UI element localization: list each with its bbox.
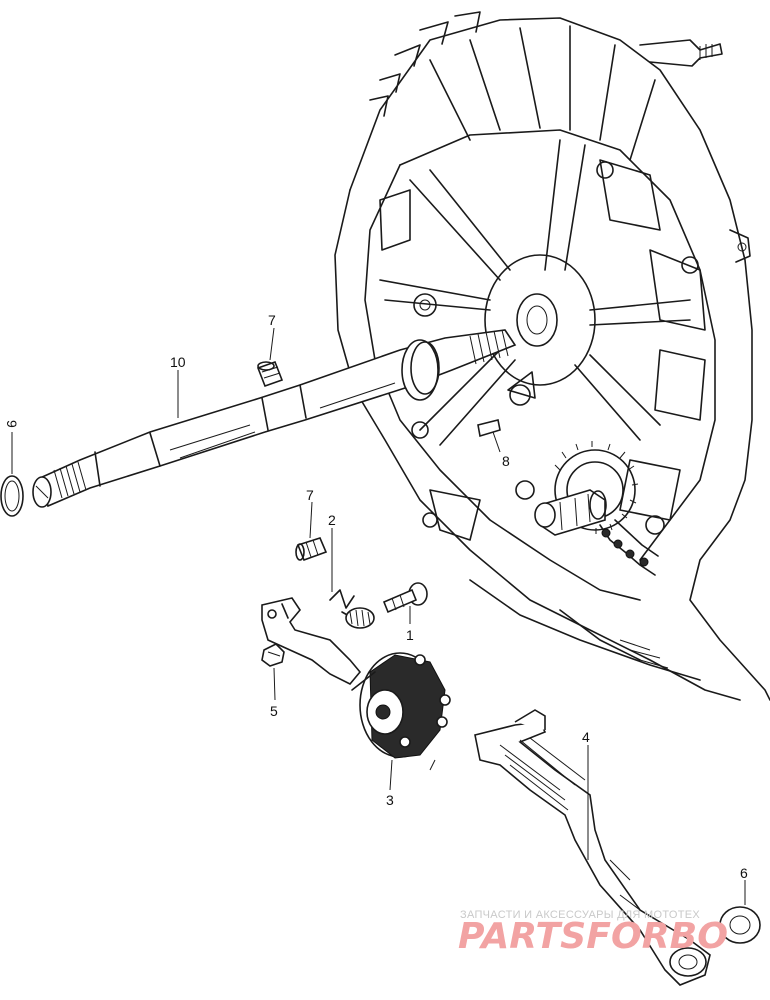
callout-2: 2 <box>328 512 336 528</box>
callout-5: 5 <box>270 703 278 719</box>
callout-7-upper: 7 <box>268 312 276 328</box>
watermark-tagline: ЗАПЧАСТИ И АКСЕССУАРЫ ДЛЯ МОТОТЕХ <box>460 909 700 921</box>
washer <box>719 906 761 944</box>
callout-4: 4 <box>582 729 590 745</box>
watermark: ЗАПЧАСТИ И АКСЕССУАРЫ ДЛЯ МОТОТЕХ PARTSF… <box>458 909 728 957</box>
stopper-bolt <box>382 582 428 614</box>
o-ring <box>0 475 24 517</box>
callout-8: 8 <box>502 453 510 469</box>
callout-7-lower: 7 <box>306 487 314 503</box>
gearshift-spindle <box>32 329 517 508</box>
callout-labels: 9 10 7 8 7 2 1 5 3 4 6 <box>4 312 748 881</box>
dowel-pin-7-upper <box>256 360 284 388</box>
callout-3: 3 <box>386 792 394 808</box>
watermark-logo: PARTSFORBO <box>458 916 728 957</box>
callout-6: 6 <box>740 865 748 881</box>
gearshift-arm <box>261 589 375 685</box>
dowel-pin-7-lower <box>295 537 328 562</box>
callout-10: 10 <box>170 354 186 370</box>
callout-leaders <box>11 327 746 905</box>
crankcase-cover <box>334 11 770 701</box>
shift-drum <box>351 652 451 771</box>
countershaft-stub <box>534 489 607 536</box>
drive-chain <box>599 519 659 576</box>
dowel-pin-8 <box>477 419 501 438</box>
callout-1: 1 <box>406 627 414 643</box>
callout-9: 9 <box>4 420 20 428</box>
gearshift-pedal <box>474 709 711 986</box>
